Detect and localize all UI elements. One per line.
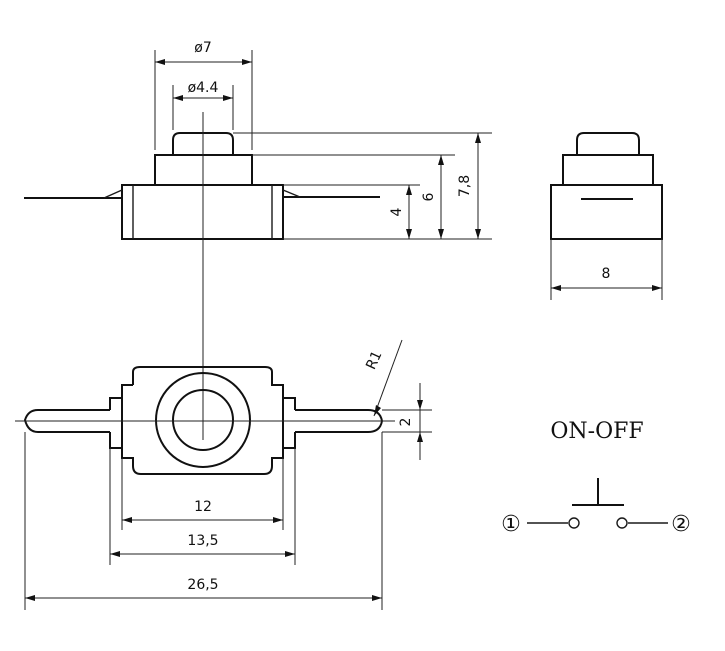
dim-outer-diameter: ø7 <box>194 40 211 56</box>
dim-width-12: 12 <box>194 499 212 515</box>
terminal-2-label: ② <box>671 512 691 537</box>
dim-height-7-8: 7,8 <box>457 175 473 197</box>
plan-view: R1 2 12 13,5 26,5 <box>15 339 432 610</box>
dim-height-4: 4 <box>389 207 405 216</box>
dim-radius: R1 <box>363 348 385 372</box>
dim-inner-diameter: ø4.4 <box>188 80 219 96</box>
side-view: 8 <box>550 132 663 300</box>
switch-schematic: ON-OFF ① ② <box>501 419 691 537</box>
inner-ring <box>172 389 234 451</box>
schematic-title: ON-OFF <box>550 419 643 444</box>
dim-width-8: 8 <box>602 266 611 282</box>
body-plan-outline <box>121 366 284 475</box>
dim-width-26-5: 26,5 <box>187 577 218 593</box>
dim-pin-width: 2 <box>398 418 414 427</box>
terminal-1-label: ① <box>501 512 521 537</box>
front-elevation-view: ø7 ø4.4 4 6 7,8 <box>24 40 492 440</box>
dim-height-6: 6 <box>421 192 437 201</box>
outer-ring <box>155 372 251 468</box>
dim-width-13-5: 13,5 <box>187 533 218 549</box>
left-lead-plan <box>23 409 110 433</box>
